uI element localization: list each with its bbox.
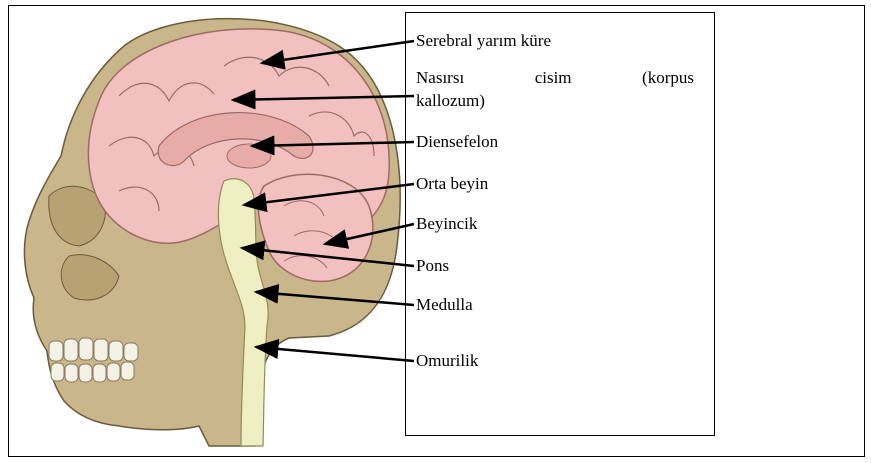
arrow-serebral (262, 41, 414, 63)
arrow-medulla (256, 292, 414, 305)
arrow-omurilik (256, 347, 414, 361)
arrow-beyincik (325, 224, 414, 244)
arrow-nasirsi (233, 96, 414, 100)
arrow-orta-beyin (244, 184, 414, 205)
arrow-pons (242, 248, 414, 266)
arrow-diensefelon (252, 142, 414, 146)
